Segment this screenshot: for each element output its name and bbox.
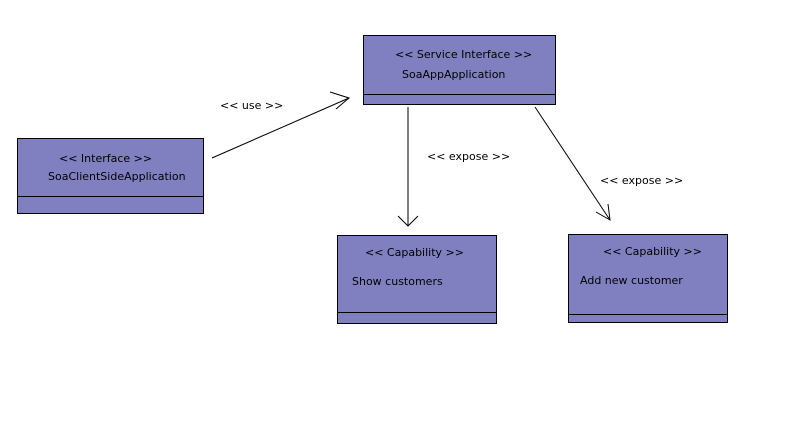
use-edge-label: << use >>	[220, 99, 284, 112]
service-class-name: SoaAppApplication	[402, 68, 506, 81]
add-new-customer-capability-box[interactable]: << Capability >> Add new customer	[568, 234, 728, 323]
expose-add-edge-label: << expose >>	[600, 174, 684, 187]
show-customers-compartment-divider	[338, 312, 496, 313]
add-new-customer-compartment-divider	[569, 314, 727, 315]
show-customers-stereotype: << Capability >>	[365, 246, 464, 259]
service-interface-class-box[interactable]: << Service Interface >> SoaAppApplicatio…	[363, 35, 556, 105]
add-new-customer-stereotype: << Capability >>	[603, 245, 702, 258]
use-arrowhead	[329, 91, 351, 110]
expose-show-arrowhead	[397, 215, 419, 227]
add-new-customer-name: Add new customer	[580, 274, 683, 287]
expose-show-edge-label: << expose >>	[427, 150, 511, 163]
service-stereotype: << Service Interface >>	[395, 48, 533, 61]
use-connector-line	[211, 97, 350, 159]
client-compartment-divider	[18, 196, 203, 197]
expose-add-connector-line	[534, 106, 611, 221]
expose-add-arrowhead	[595, 203, 611, 221]
client-class-name: SoaClientSideApplication	[48, 170, 186, 183]
client-interface-class-box[interactable]: << Interface >> SoaClientSideApplication	[17, 138, 204, 214]
client-stereotype: << Interface >>	[59, 152, 153, 165]
show-customers-capability-box[interactable]: << Capability >> Show customers	[337, 235, 497, 324]
service-compartment-divider	[364, 94, 555, 95]
show-customers-name: Show customers	[352, 275, 443, 288]
